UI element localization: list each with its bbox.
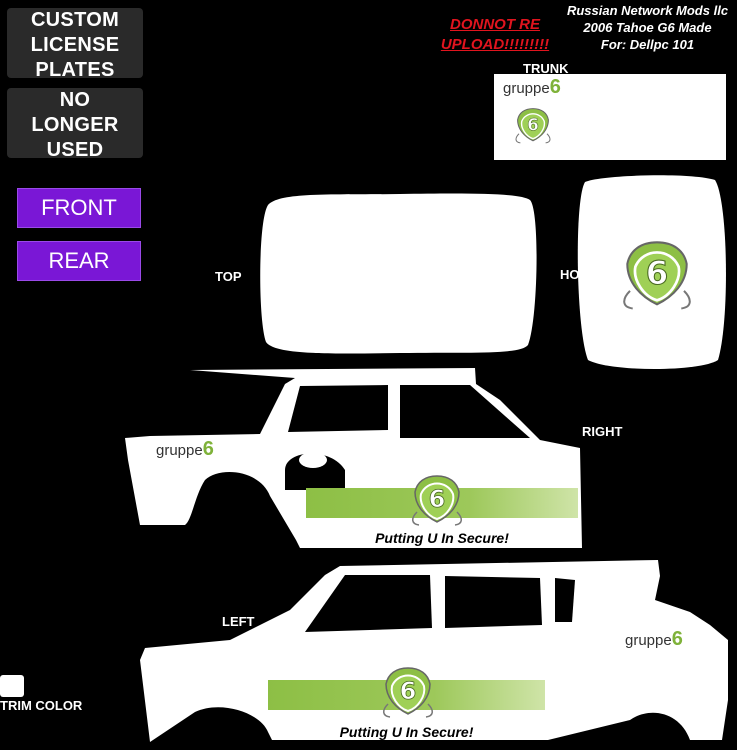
brand-text: gruppe (156, 442, 203, 459)
top-label: TOP (215, 269, 242, 284)
no-longer-used-box: NO LONGER USED (7, 88, 143, 161)
brand-text: gruppe (625, 632, 672, 649)
left-label: LEFT (222, 614, 255, 629)
left-slogan: Putting U In Secure! (339, 724, 474, 740)
right-label: RIGHT (582, 424, 623, 439)
front-button[interactable]: FRONT (17, 188, 141, 228)
brand-text: gruppe (503, 80, 550, 97)
trim-color-swatch[interactable] (0, 675, 24, 697)
trunk-label: TRUNK (523, 61, 569, 76)
right-brand-logo: gruppe6 (156, 438, 214, 461)
custom-license-plates-box: CUSTOM LICENSE PLATES (7, 8, 143, 81)
left-brand-logo: gruppe6 (625, 628, 683, 651)
right-slogan: Putting U In Secure! (375, 530, 509, 546)
trunk-brand-logo: gruppe6 (503, 76, 561, 99)
trim-color-label: TRIM COLOR (0, 698, 83, 713)
no-reupload-warning: DONNOT RE UPLOAD!!!!!!!!! (440, 16, 550, 53)
brand-digit: 6 (202, 438, 214, 460)
roof-panel (260, 193, 537, 354)
rear-button[interactable]: REAR (17, 241, 141, 281)
author-credit: Russian Network Mods llc 2006 Tahoe G6 M… (566, 3, 729, 52)
brand-digit: 6 (671, 628, 683, 650)
brand-digit: 6 (549, 76, 561, 98)
left-body (140, 560, 728, 742)
